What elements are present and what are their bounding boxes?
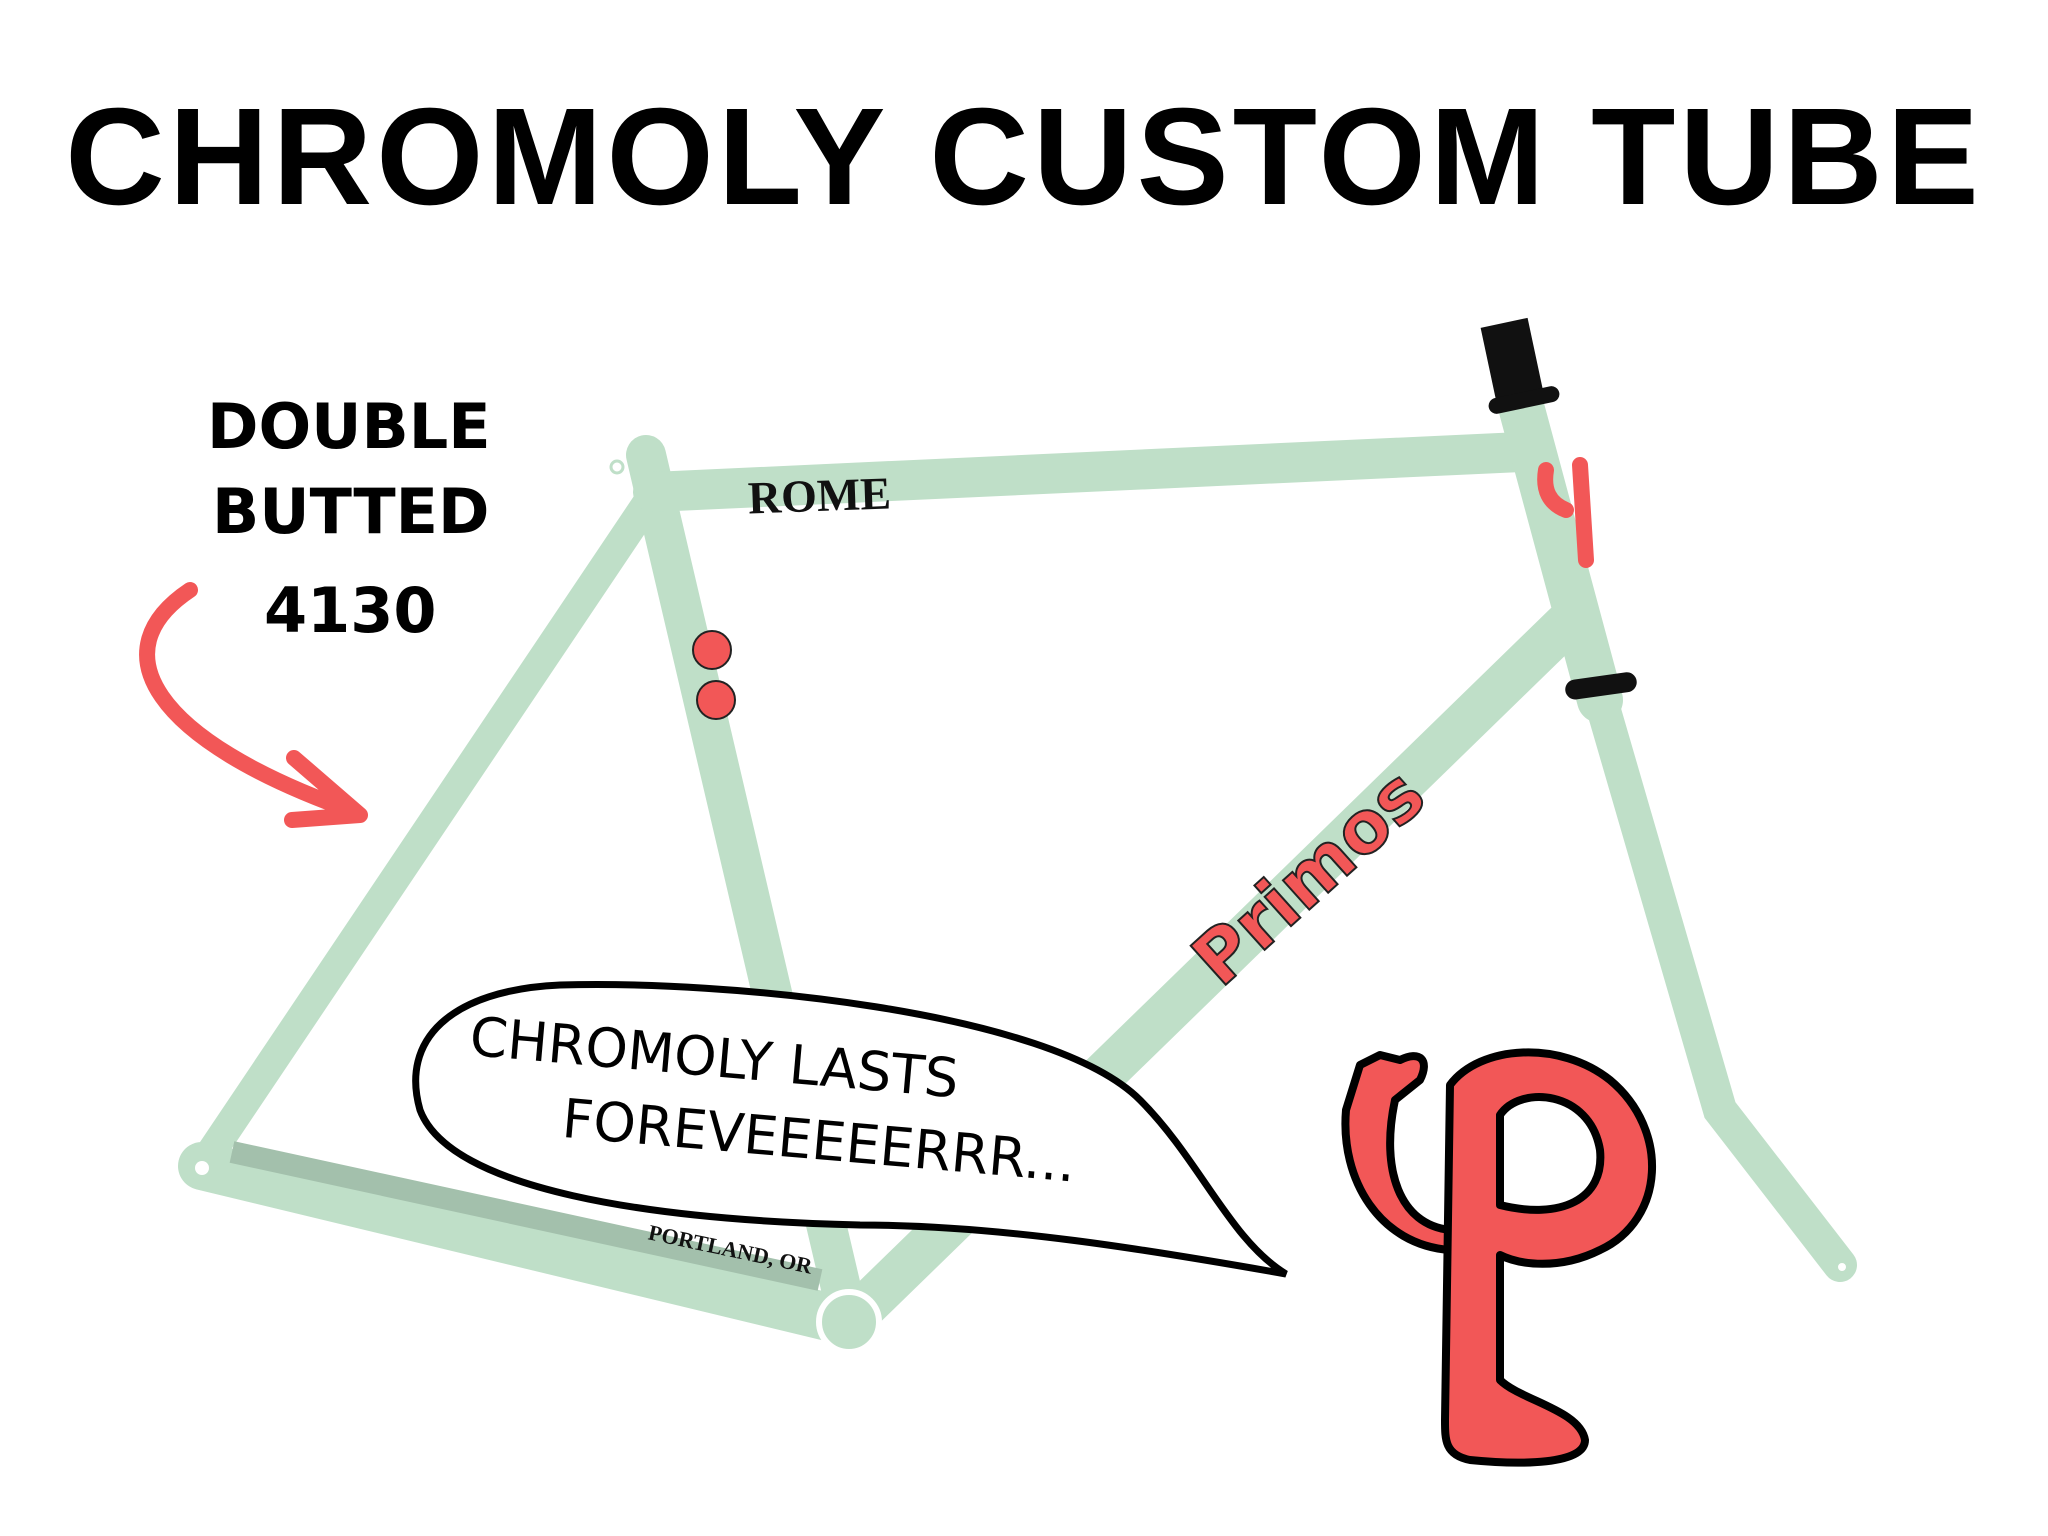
brand-logo: [1341, 1048, 1656, 1467]
fork-dropout: [1830, 1255, 1854, 1279]
headset-spacer: [1488, 386, 1560, 414]
annotation-text: DOUBLE BUTTED 4130: [207, 390, 491, 647]
bottle-boss: [609, 459, 625, 475]
head-tube: [1499, 387, 1623, 723]
fork: [1581, 673, 1857, 1282]
seat-tube-badges: [692, 630, 736, 720]
annotation-line-2: BUTTED: [212, 475, 489, 548]
arrow-icon: [139, 582, 368, 828]
chain-stay: [178, 1142, 873, 1346]
rear-dropout: [195, 1161, 209, 1175]
down-tube-decal: Primos: [1176, 752, 1441, 1002]
annotation-line-3: 4130: [264, 574, 437, 647]
top-tube-logo: ROME: [747, 467, 892, 523]
seat-stay: [187, 490, 661, 1181]
head-tube-logo: [1537, 457, 1594, 568]
annotation-line-1: DOUBLE: [207, 390, 491, 463]
top-tube: [633, 432, 1541, 512]
speech-bubble: [412, 980, 1288, 1278]
page-title: CHROMOLY CUSTOM TUBE: [65, 80, 1983, 234]
stem: [1480, 317, 1544, 403]
bottom-bracket: [816, 1289, 882, 1355]
frame: [178, 387, 1857, 1346]
chainstay-shadow: [229, 1141, 823, 1291]
fork-crown: [1565, 672, 1637, 700]
